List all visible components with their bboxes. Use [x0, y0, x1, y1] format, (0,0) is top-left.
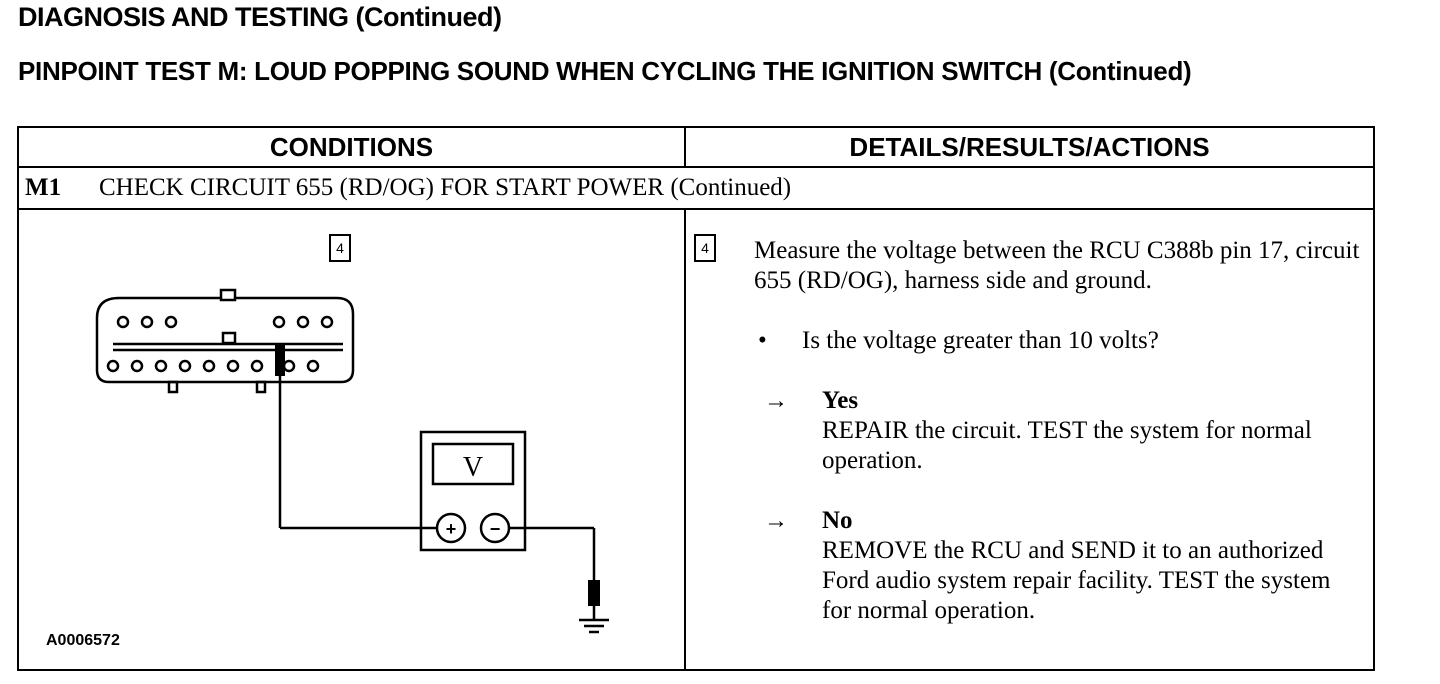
result-yes: → Yes REPAIR the circuit. TEST the syste…: [764, 386, 1364, 476]
step-number: M1: [25, 174, 62, 201]
yes-label: Yes: [822, 387, 859, 414]
connector-pin: [306, 359, 320, 373]
details-column-header: DETAILS/RESULTS/ACTIONS: [686, 128, 1373, 168]
connector-pin: [272, 315, 286, 329]
connector-pin: [202, 359, 216, 373]
step-row: M1 CHECK CIRCUIT 655 (RD/OG) FOR START P…: [19, 168, 1373, 210]
connector-latch: [219, 288, 237, 302]
conditions-column-header: CONDITIONS: [19, 128, 686, 168]
details-cell: 4 Measure the voltage between the RCU C3…: [686, 210, 1373, 669]
pinpoint-test-title: PINPOINT TEST M: LOUD POPPING SOUND WHEN…: [18, 56, 1192, 86]
connector-pin: [140, 315, 154, 329]
question-text: Is the voltage greater than 10 volts?: [802, 327, 1159, 354]
figure-callout: 4: [329, 234, 351, 262]
connector-pin: [296, 315, 310, 329]
connector-pin: [320, 315, 334, 329]
no-label: No: [822, 507, 853, 534]
bullet-icon: •: [758, 327, 767, 354]
connector-pin: [226, 359, 240, 373]
voltmeter-display: [431, 442, 515, 486]
connector-body: [95, 296, 355, 384]
arrow-right-icon: →: [764, 388, 788, 414]
connector-pin: [250, 359, 264, 373]
pinpoint-test-table: CONDITIONS DETAILS/RESULTS/ACTIONS M1 CH…: [17, 126, 1375, 671]
negative-probe-clip: [588, 580, 600, 606]
result-no: → No REMOVE the RCU and SEND it to an au…: [764, 506, 1364, 626]
yes-action: REPAIR the circuit. TEST the system for …: [822, 417, 1312, 474]
connector-voltmeter-diagram: V + −: [95, 288, 609, 634]
voltmeter-label: V: [463, 452, 483, 483]
connector-pin: [178, 359, 192, 373]
minus-symbol: −: [490, 519, 501, 539]
arrow-right-icon: →: [764, 508, 788, 534]
connector-pin: [106, 359, 120, 373]
connector-pin: [154, 359, 168, 373]
no-action: REMOVE the RCU and SEND it to an authori…: [822, 537, 1331, 624]
connector-pin: [130, 359, 144, 373]
figure-id: A0006572: [46, 632, 120, 649]
plus-symbol: +: [446, 519, 457, 539]
page-title: DIAGNOSIS AND TESTING (Continued): [18, 2, 502, 32]
conditions-cell: 4: [19, 210, 686, 669]
details-callout: 4: [694, 234, 716, 262]
question-row: • Is the voltage greater than 10 volts?: [758, 326, 1159, 356]
connector-pin: [116, 315, 130, 329]
voltmeter-body: [419, 430, 527, 552]
connector-pin: [282, 359, 296, 373]
measure-instruction: Measure the voltage between the RCU C388…: [754, 237, 1360, 294]
positive-terminal: [435, 512, 467, 544]
step-title: CHECK CIRCUIT 655 (RD/OG) FOR START POWE…: [99, 174, 792, 201]
connector-pin: [164, 315, 178, 329]
positive-probe-tip: [275, 344, 285, 376]
